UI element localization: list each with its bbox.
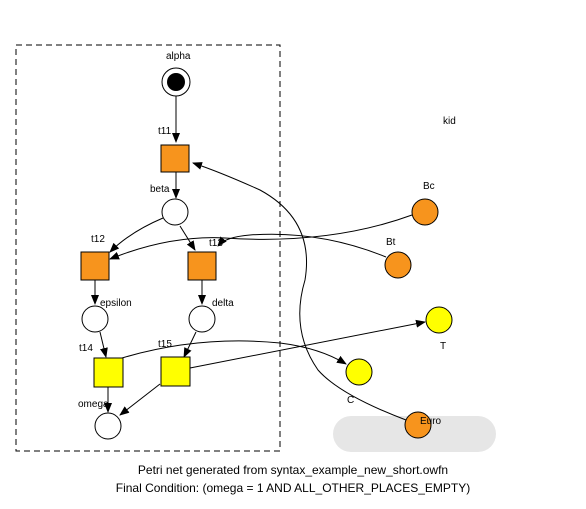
place-c-label: C xyxy=(347,395,354,406)
arc-delta-t15 xyxy=(183,331,197,358)
place-epsilon-circle xyxy=(81,305,109,333)
transition-t14: t14 xyxy=(79,343,124,388)
place-delta-label: delta xyxy=(212,298,234,309)
transition-t15-label: t15 xyxy=(158,339,172,350)
place-delta: delta xyxy=(188,298,234,333)
place-beta-label: beta xyxy=(150,184,170,195)
transition-t13: t13 xyxy=(187,238,223,281)
place-euro-label: Euro xyxy=(420,416,442,427)
transition-t14-box xyxy=(93,357,124,388)
place-epsilon: epsilon xyxy=(81,298,132,333)
place-c-circle xyxy=(345,358,373,386)
place-alpha-label: alpha xyxy=(166,51,191,62)
place-beta: beta xyxy=(150,184,189,226)
place-c: C xyxy=(345,358,373,406)
place-alpha: alpha xyxy=(161,51,191,97)
place-bt-label: Bt xyxy=(386,237,396,248)
place-euro-circle xyxy=(404,411,432,439)
transition-t13-label: t13 xyxy=(209,238,223,249)
arc-epsilon-t14 xyxy=(99,331,108,358)
place-bt-circle xyxy=(384,251,412,279)
place-omega: omega xyxy=(78,399,122,440)
transition-t14-label: t14 xyxy=(79,343,93,354)
place-bc-circle xyxy=(411,198,439,226)
arcs xyxy=(91,96,426,421)
net-boundary xyxy=(15,44,281,452)
transition-t11: t11 xyxy=(158,126,190,173)
place-euro: Euro xyxy=(404,411,442,439)
place-beta-circle xyxy=(161,198,189,226)
arc-bc-t12 xyxy=(109,214,413,260)
place-delta-circle xyxy=(188,305,216,333)
partner-label-kid: kid xyxy=(443,116,456,127)
place-t-circle xyxy=(425,306,453,334)
place-bt: Bt xyxy=(384,237,412,279)
place-omega-label: omega xyxy=(78,399,109,410)
place-bc: Bc xyxy=(411,181,439,226)
transition-t15: t15 xyxy=(158,339,191,387)
place-bc-label: Bc xyxy=(423,181,435,192)
arc-t15-t xyxy=(189,319,426,369)
place-omega-circle xyxy=(94,412,122,440)
place-epsilon-label: epsilon xyxy=(100,298,132,309)
transition-t12: t12 xyxy=(80,234,110,281)
caption-final-condition: Final Condition: (omega = 1 AND ALL_OTHE… xyxy=(115,481,471,495)
transition-t11-label: t11 xyxy=(158,126,172,137)
arc-beta-t12 xyxy=(109,217,164,253)
arc-euro-t11 xyxy=(192,162,407,421)
transition-t15-box xyxy=(160,356,191,387)
place-t-label: T xyxy=(440,341,446,352)
arc-beta-t13 xyxy=(179,225,196,251)
transition-t13-box xyxy=(187,251,217,281)
place-alpha-token xyxy=(167,73,185,91)
transition-t12-label: t12 xyxy=(91,234,105,245)
place-t: T xyxy=(425,306,453,352)
transition-t11-box xyxy=(160,144,190,173)
arc-t15-omega xyxy=(119,383,161,416)
arc-t14-c xyxy=(121,340,347,365)
arc-bt-t13 xyxy=(217,233,387,258)
transition-t12-box xyxy=(80,251,110,281)
caption-source: Petri net generated from syntax_example_… xyxy=(137,463,449,477)
